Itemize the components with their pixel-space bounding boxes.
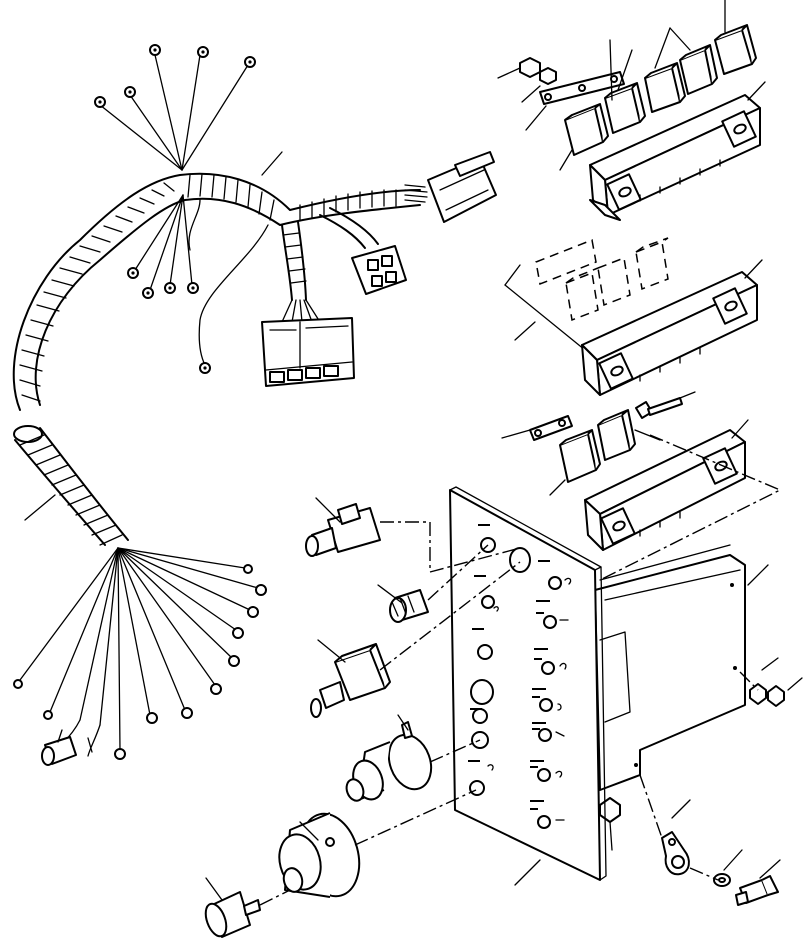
- push-button-switch: [305, 497, 521, 573]
- instrument-panel: [449, 486, 607, 886]
- cable-clamp: [639, 774, 691, 876]
- relay-bank-middle: [504, 237, 763, 396]
- toggle-switch: [310, 561, 521, 718]
- bolt: [689, 859, 781, 906]
- solenoid-switch: [345, 714, 481, 802]
- relay-bank-upper: [497, 0, 766, 221]
- indicator-light: [377, 544, 489, 623]
- mounting-bracket: [594, 544, 803, 851]
- ignition-key: [204, 877, 291, 938]
- relay-bank-lower: [501, 391, 782, 581]
- wiring-harness: [12, 44, 497, 411]
- washer: [713, 849, 743, 887]
- ignition-switch: [278, 789, 477, 898]
- harness-extension: [13, 425, 267, 766]
